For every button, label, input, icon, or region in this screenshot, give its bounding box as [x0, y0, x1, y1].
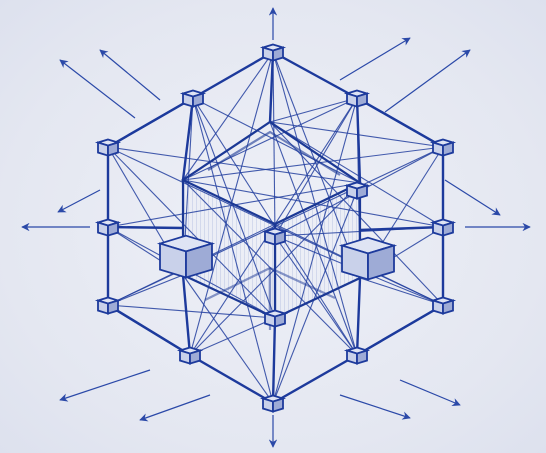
- lattice-node-left: [265, 232, 275, 245]
- lattice-node-right: [275, 314, 285, 327]
- lattice-node-right: [357, 94, 367, 107]
- frame-strut: [360, 227, 443, 230]
- radial-arrow: [340, 395, 410, 418]
- frame-strut: [183, 275, 190, 355]
- frame-rib: [357, 305, 443, 355]
- radial-arrow: [140, 395, 210, 420]
- frame-strut: [357, 278, 360, 355]
- lattice-node-right: [190, 351, 200, 364]
- lattice-node: [180, 348, 200, 364]
- lattice-node-left: [433, 143, 443, 156]
- connector-line: [190, 318, 275, 355]
- lattice-node-right: [443, 223, 453, 236]
- left-side-block: [160, 236, 212, 278]
- frame-edge: [190, 355, 273, 403]
- lattice-node-right: [443, 143, 453, 156]
- lattice-node-left: [263, 48, 273, 61]
- radial-arrow: [60, 60, 135, 118]
- radial-arrow: [58, 190, 100, 212]
- lattice-node-left: [98, 143, 108, 156]
- lattice-node: [263, 396, 283, 412]
- frame-edge: [193, 52, 273, 98]
- frame-rib: [357, 98, 443, 147]
- lattice-node-left: [98, 223, 108, 236]
- lattice-node-right: [357, 186, 367, 199]
- lattice-node-left: [183, 94, 193, 107]
- frame-rib: [108, 98, 193, 147]
- lattice-node-right: [275, 232, 285, 245]
- lattice-node-right: [108, 143, 118, 156]
- lattice-node-right: [193, 94, 203, 107]
- lattice-node: [98, 140, 118, 156]
- lattice-node-right: [273, 399, 283, 412]
- lattice-node: [433, 298, 453, 314]
- frame-strut: [273, 318, 275, 403]
- lattice-node-left: [347, 351, 357, 364]
- lattice-node-left: [347, 186, 357, 199]
- lattice-node: [265, 311, 285, 327]
- lattice-node-right: [443, 301, 453, 314]
- lattice-node: [98, 220, 118, 236]
- lattice-node-left: [180, 351, 190, 364]
- lattice-node-left: [98, 301, 108, 314]
- lattice-node-left: [263, 399, 273, 412]
- lattice-node: [433, 220, 453, 236]
- radial-arrow: [385, 50, 470, 112]
- frame-rib: [108, 305, 190, 355]
- lattice-node: [347, 348, 367, 364]
- lattice-node-right: [108, 301, 118, 314]
- lattice-node-left: [433, 223, 443, 236]
- lattice-node: [265, 229, 285, 245]
- connector-line: [273, 52, 275, 236]
- lattice-node: [263, 45, 283, 61]
- lattice-node-left: [433, 301, 443, 314]
- lattice-node-right: [108, 223, 118, 236]
- radial-arrow: [60, 370, 150, 400]
- lattice-node: [98, 298, 118, 314]
- lattice-node: [433, 140, 453, 156]
- radial-arrow: [340, 38, 410, 80]
- frame-edge: [273, 52, 357, 98]
- lattice-node: [183, 91, 203, 107]
- lattice-node: [347, 91, 367, 107]
- lattice-node-right: [357, 351, 367, 364]
- frame-edge: [273, 355, 357, 403]
- radial-arrow: [100, 50, 160, 100]
- lattice-node: [347, 183, 367, 199]
- radial-arrow: [445, 180, 500, 215]
- lattice-node-left: [347, 94, 357, 107]
- frame-strut: [357, 98, 360, 183]
- right-side-block: [342, 238, 394, 280]
- frame-strut: [108, 227, 183, 228]
- radial-arrow: [400, 380, 460, 405]
- lattice-node-right: [273, 48, 283, 61]
- lattice-node-left: [265, 314, 275, 327]
